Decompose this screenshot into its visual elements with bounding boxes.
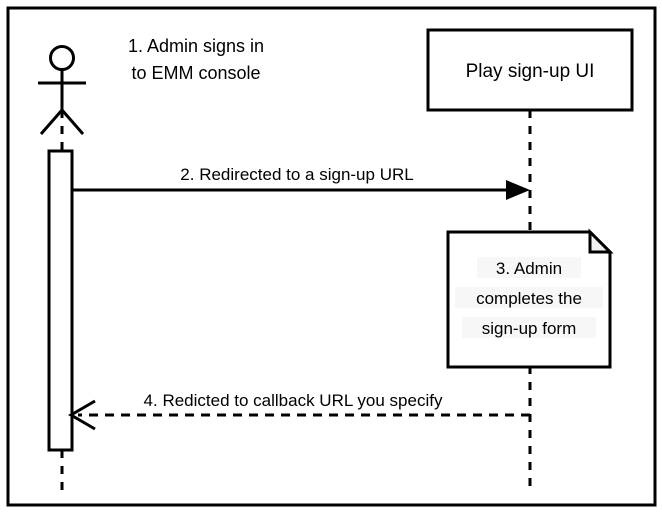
actor-left-leg-line (39, 109, 64, 135)
note-step3-line3-bg (462, 317, 596, 338)
actor-right-leg-line (60, 109, 85, 135)
annotation-step1-line1: 1. Admin signs in (128, 36, 264, 56)
participant-label-play-signup-ui: Play sign-up UI (466, 61, 595, 82)
note-step3-line3: sign-up form (482, 319, 576, 338)
message-step4-label: 4. Redicted to callback URL you specify (144, 391, 443, 410)
note-step3-line1: 3. Admin (496, 259, 562, 278)
participant-box-play-signup-ui[interactable] (426, 28, 634, 112)
note-step3-line2-bg (455, 287, 603, 308)
note-step3-line2: completes the (476, 289, 582, 308)
message-step2-arrowhead-icon (506, 180, 530, 200)
message-step4-arrowhead-icon (68, 399, 96, 431)
message-step4[interactable] (68, 399, 530, 431)
message-step2-label: 2. Redirected to a sign-up URL (180, 165, 413, 184)
actor-admin[interactable] (38, 45, 86, 135)
note-step3-fold-icon (588, 228, 614, 254)
message-step2[interactable] (71, 180, 530, 200)
annotation-step1-line2: to EMM console (131, 63, 260, 83)
note-step3-line1-bg (477, 257, 581, 278)
actor-head-icon (49, 45, 75, 71)
activation-bar-admin[interactable] (47, 149, 74, 452)
